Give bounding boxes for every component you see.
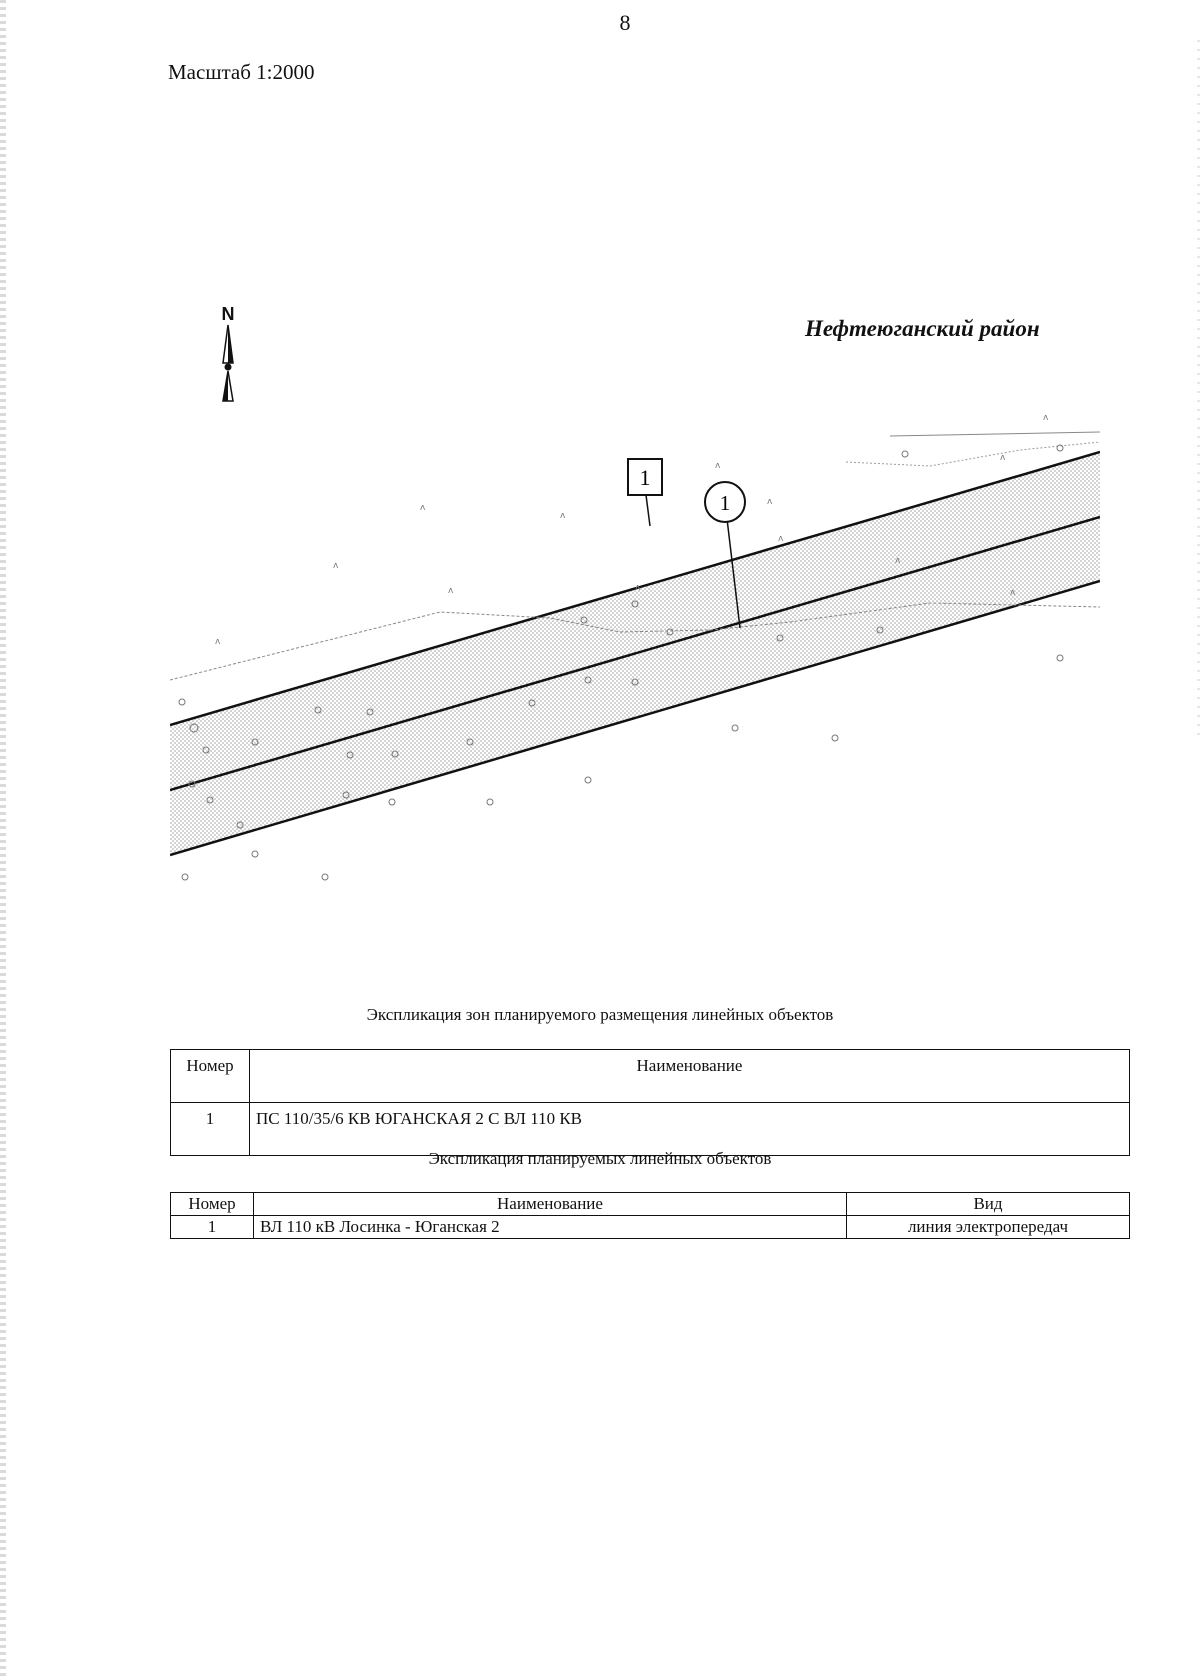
- existing-line-top: [889, 431, 1100, 437]
- cell-kind: линия электропередач: [846, 1215, 1130, 1239]
- zone-boundary-bottom: [170, 579, 1100, 857]
- table-header-row: Номер Наименование: [170, 1049, 1130, 1103]
- table-row: 1 ПС 110/35/6 КВ ЮГАНСКАЯ 2 С ВЛ 110 КВ: [170, 1102, 1130, 1156]
- svg-text:ᴧ: ᴧ: [333, 561, 339, 571]
- svg-text:ᴧ: ᴧ: [778, 534, 784, 544]
- cell-name: ПС 110/35/6 КВ ЮГАНСКАЯ 2 С ВЛ 110 КВ: [249, 1102, 1130, 1156]
- svg-text:ᴧ: ᴧ: [1010, 588, 1016, 598]
- object-leader-line: [724, 501, 741, 629]
- svg-text:ᴧ: ᴧ: [560, 511, 566, 521]
- objects-table: Номер Наименование Вид 1 ВЛ 110 кВ Лосин…: [170, 1192, 1130, 1239]
- zone-marker-box: [627, 458, 663, 496]
- svg-text:ᴧ: ᴧ: [895, 556, 901, 566]
- zone-leader-line: [645, 494, 651, 527]
- zones-table-caption: Экспликация зон планируемого размещения …: [366, 1005, 834, 1024]
- objects-table-caption: Экспликация планируемых линейных объекто…: [428, 1149, 772, 1168]
- table-header-row: Номер Наименование Вид: [170, 1192, 1130, 1216]
- existing-track: [845, 441, 1100, 467]
- zone-boundary-top: [170, 450, 1100, 727]
- scan-edge-right: [1197, 40, 1200, 740]
- cell-number: 1: [170, 1102, 250, 1156]
- existing-road: [170, 602, 1100, 681]
- zone-marker-label: 1: [640, 465, 651, 490]
- header-number: Номер: [170, 1192, 254, 1216]
- site-plan-map: ᴧ ᴧ ᴧ ᴧ ᴧ ᴧ ᴧ ᴧ ᴧ ᴧ ᴧ ᴧ ᴧ 1 1: [170, 413, 1100, 881]
- header-kind: Вид: [846, 1192, 1130, 1216]
- powerline-axis: [170, 515, 1100, 792]
- object-marker-label: 1: [720, 491, 731, 515]
- north-letter: N: [221, 304, 235, 324]
- svg-text:ᴧ: ᴧ: [215, 637, 221, 647]
- cell-number: 1: [170, 1215, 254, 1239]
- scan-edge-left: [0, 0, 6, 1680]
- header-name: Наименование: [249, 1049, 1130, 1103]
- table-row: 1 ВЛ 110 кВ Лосинка - Юганская 2 линия э…: [170, 1215, 1130, 1239]
- svg-text:ᴧ: ᴧ: [1000, 453, 1006, 463]
- header-name: Наименование: [253, 1192, 847, 1216]
- object-marker-circle: [704, 481, 746, 523]
- cell-name: ВЛ 110 кВ Лосинка - Юганская 2: [253, 1215, 847, 1239]
- district-label: Нефтеюганский район: [805, 316, 1040, 341]
- svg-text:ᴧ: ᴧ: [767, 497, 773, 507]
- scale-label: Масштаб 1:2000: [168, 60, 315, 84]
- zones-table: Номер Наименование 1 ПС 110/35/6 КВ ЮГАН…: [170, 1049, 1130, 1156]
- map-circle-markers: [178, 444, 1064, 881]
- header-number: Номер: [170, 1049, 250, 1103]
- svg-text:ᴧ: ᴧ: [1043, 413, 1049, 423]
- map-vegetation-symbols: ᴧ ᴧ ᴧ ᴧ ᴧ ᴧ ᴧ ᴧ ᴧ ᴧ ᴧ ᴧ ᴧ: [215, 413, 1049, 647]
- page-number: 8: [619, 10, 631, 35]
- north-arrow: N: [215, 305, 241, 408]
- svg-text:ᴧ: ᴧ: [420, 503, 426, 513]
- svg-text:ᴧ: ᴧ: [448, 586, 454, 596]
- svg-text:ᴧ: ᴧ: [635, 583, 641, 593]
- svg-text:ᴧ: ᴧ: [715, 461, 721, 471]
- north-arrow-icon: [222, 324, 234, 402]
